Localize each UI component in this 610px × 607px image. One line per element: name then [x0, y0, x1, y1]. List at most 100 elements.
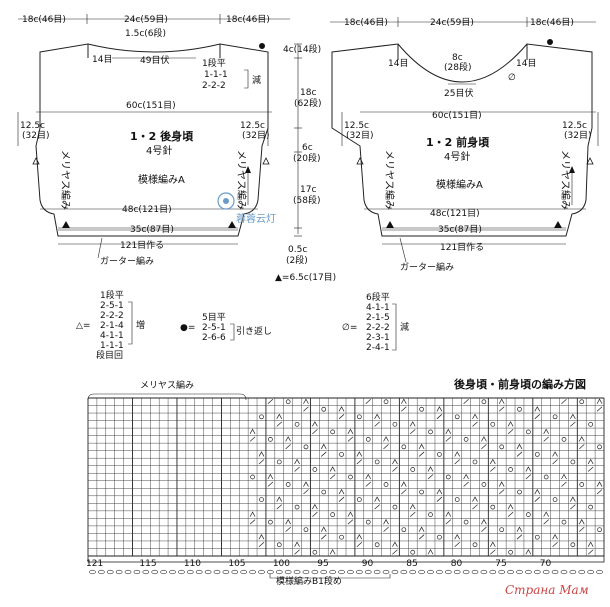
yarn-over-symbol	[570, 542, 576, 548]
yarn-over-symbol	[410, 467, 416, 472]
decrease-symbol	[249, 519, 256, 525]
front-width60: 60c(151目)	[432, 110, 482, 121]
decrease-symbol	[356, 459, 363, 465]
chain-stitch-symbol	[231, 569, 239, 575]
column-number: 80	[451, 559, 463, 569]
front-pattern: 模様編みA	[436, 178, 483, 191]
back-dec-2: 2-2-2	[202, 81, 226, 91]
decrease-symbol	[436, 406, 443, 412]
v5b: (2段)	[286, 254, 308, 266]
chain-stitch-symbol	[151, 569, 159, 575]
legend-cir-0: 5目平	[202, 312, 226, 323]
decrease-symbol	[409, 421, 416, 427]
yarn-over-symbol	[356, 414, 362, 420]
decrease-symbol	[525, 466, 532, 472]
v3a: 6c	[302, 143, 313, 153]
v2a: 18c	[300, 88, 316, 98]
decrease-symbol	[578, 436, 585, 442]
legend-cir-word: 引き返し	[236, 325, 272, 337]
decrease-symbol	[338, 496, 345, 502]
yarn-over-symbol	[294, 504, 300, 510]
decrease-symbol	[454, 533, 461, 540]
front-width48: 48c(121目)	[430, 208, 480, 219]
yarn-over-symbol	[579, 399, 585, 405]
yarn-over-symbol	[454, 414, 460, 420]
decrease-symbol	[498, 481, 505, 487]
chain-stitch-symbol	[311, 569, 319, 575]
yarn-over-symbol	[303, 444, 309, 450]
decrease-symbol	[534, 406, 541, 412]
chain-stitch-symbol	[382, 569, 390, 575]
yarn-over-symbol	[330, 429, 336, 435]
yarn-over-symbol	[339, 452, 344, 457]
chain-stitch-symbol	[409, 569, 417, 575]
decrease-symbol	[338, 488, 345, 495]
chart-symbols	[249, 398, 603, 555]
decrease-symbol	[427, 466, 434, 472]
chain-stitch-symbol	[436, 569, 443, 575]
chain-stitch-symbol	[222, 569, 230, 575]
decrease-symbol	[267, 473, 274, 480]
column-number: 110	[184, 559, 201, 569]
chain-stitch-symbol	[516, 569, 523, 575]
back-side-r2: (32目)	[242, 130, 269, 141]
chain-stitch-symbol	[551, 569, 559, 575]
column-number: 70	[540, 559, 552, 569]
front-side-l2: (32目)	[346, 130, 373, 141]
chain-stitch-symbol	[133, 569, 141, 575]
decrease-symbol	[258, 451, 265, 457]
decrease-symbol	[561, 399, 567, 405]
decrease-symbol	[356, 451, 363, 457]
yarn-over-symbol	[463, 437, 469, 442]
chain-stitch-symbol	[258, 569, 265, 575]
decrease-symbol	[507, 421, 514, 427]
decrease-symbol	[481, 526, 487, 532]
decrease-symbol	[516, 526, 523, 532]
logo-text: 蓉蓉云灯	[236, 212, 276, 225]
yarn-over-symbol	[526, 512, 531, 517]
decrease-symbol	[427, 474, 434, 480]
back-dec-1: 1-1-1	[204, 70, 228, 80]
front-side-r2: (32目)	[564, 130, 591, 141]
decrease-symbol	[276, 413, 283, 419]
chain-stitch-symbol	[115, 569, 123, 575]
decrease-symbol	[552, 541, 558, 547]
back-side-stitch-l: メリヤス編み	[59, 150, 72, 210]
decrease-symbol	[570, 421, 576, 427]
yarn-over-symbol	[250, 474, 255, 480]
back-pattern: 模様編みA	[138, 173, 185, 186]
yarn-over-symbol	[499, 527, 505, 533]
yarn-over-symbol	[445, 474, 451, 480]
decrease-symbol	[481, 444, 487, 450]
decrease-symbol	[294, 458, 300, 465]
legend-tri-0: 1段平	[100, 289, 124, 301]
chain-stitch-symbol	[418, 569, 425, 575]
yarn-over-symbol	[570, 459, 576, 465]
decrease-symbol	[347, 436, 354, 442]
decrease-symbol	[392, 541, 398, 547]
decrease-symbol	[374, 496, 380, 502]
legend-sl-1: 4-1-1	[366, 303, 390, 313]
yarn-over-symbol	[401, 527, 407, 533]
yarn-over-symbol	[543, 474, 549, 480]
yarn-over-symbol	[374, 459, 380, 465]
v5a: 0.5c	[288, 245, 307, 255]
decrease-symbol	[516, 451, 523, 457]
decrease-symbol	[285, 526, 291, 532]
decrease-symbol	[463, 473, 469, 480]
yarn-over-symbol	[285, 482, 291, 487]
legend: △= 1段平 2-5-1 2-2-2 2-1-4 4-1-1 1-1-1 段目回…	[76, 289, 409, 361]
decrease-symbol	[587, 458, 594, 465]
back-title: 1・2 後身頃	[130, 129, 194, 143]
yarn-over-symbol	[392, 421, 398, 427]
yarn-over-symbol	[419, 406, 424, 412]
yarn-over-symbol	[428, 512, 433, 517]
decrease-symbol	[383, 518, 389, 525]
chain-stitch-symbol	[142, 569, 150, 575]
chain-stitch-symbol	[169, 569, 176, 575]
legend-cir-1: 2-5-1	[202, 323, 226, 333]
decrease-symbol	[276, 504, 283, 510]
decrease-symbol	[249, 428, 256, 435]
